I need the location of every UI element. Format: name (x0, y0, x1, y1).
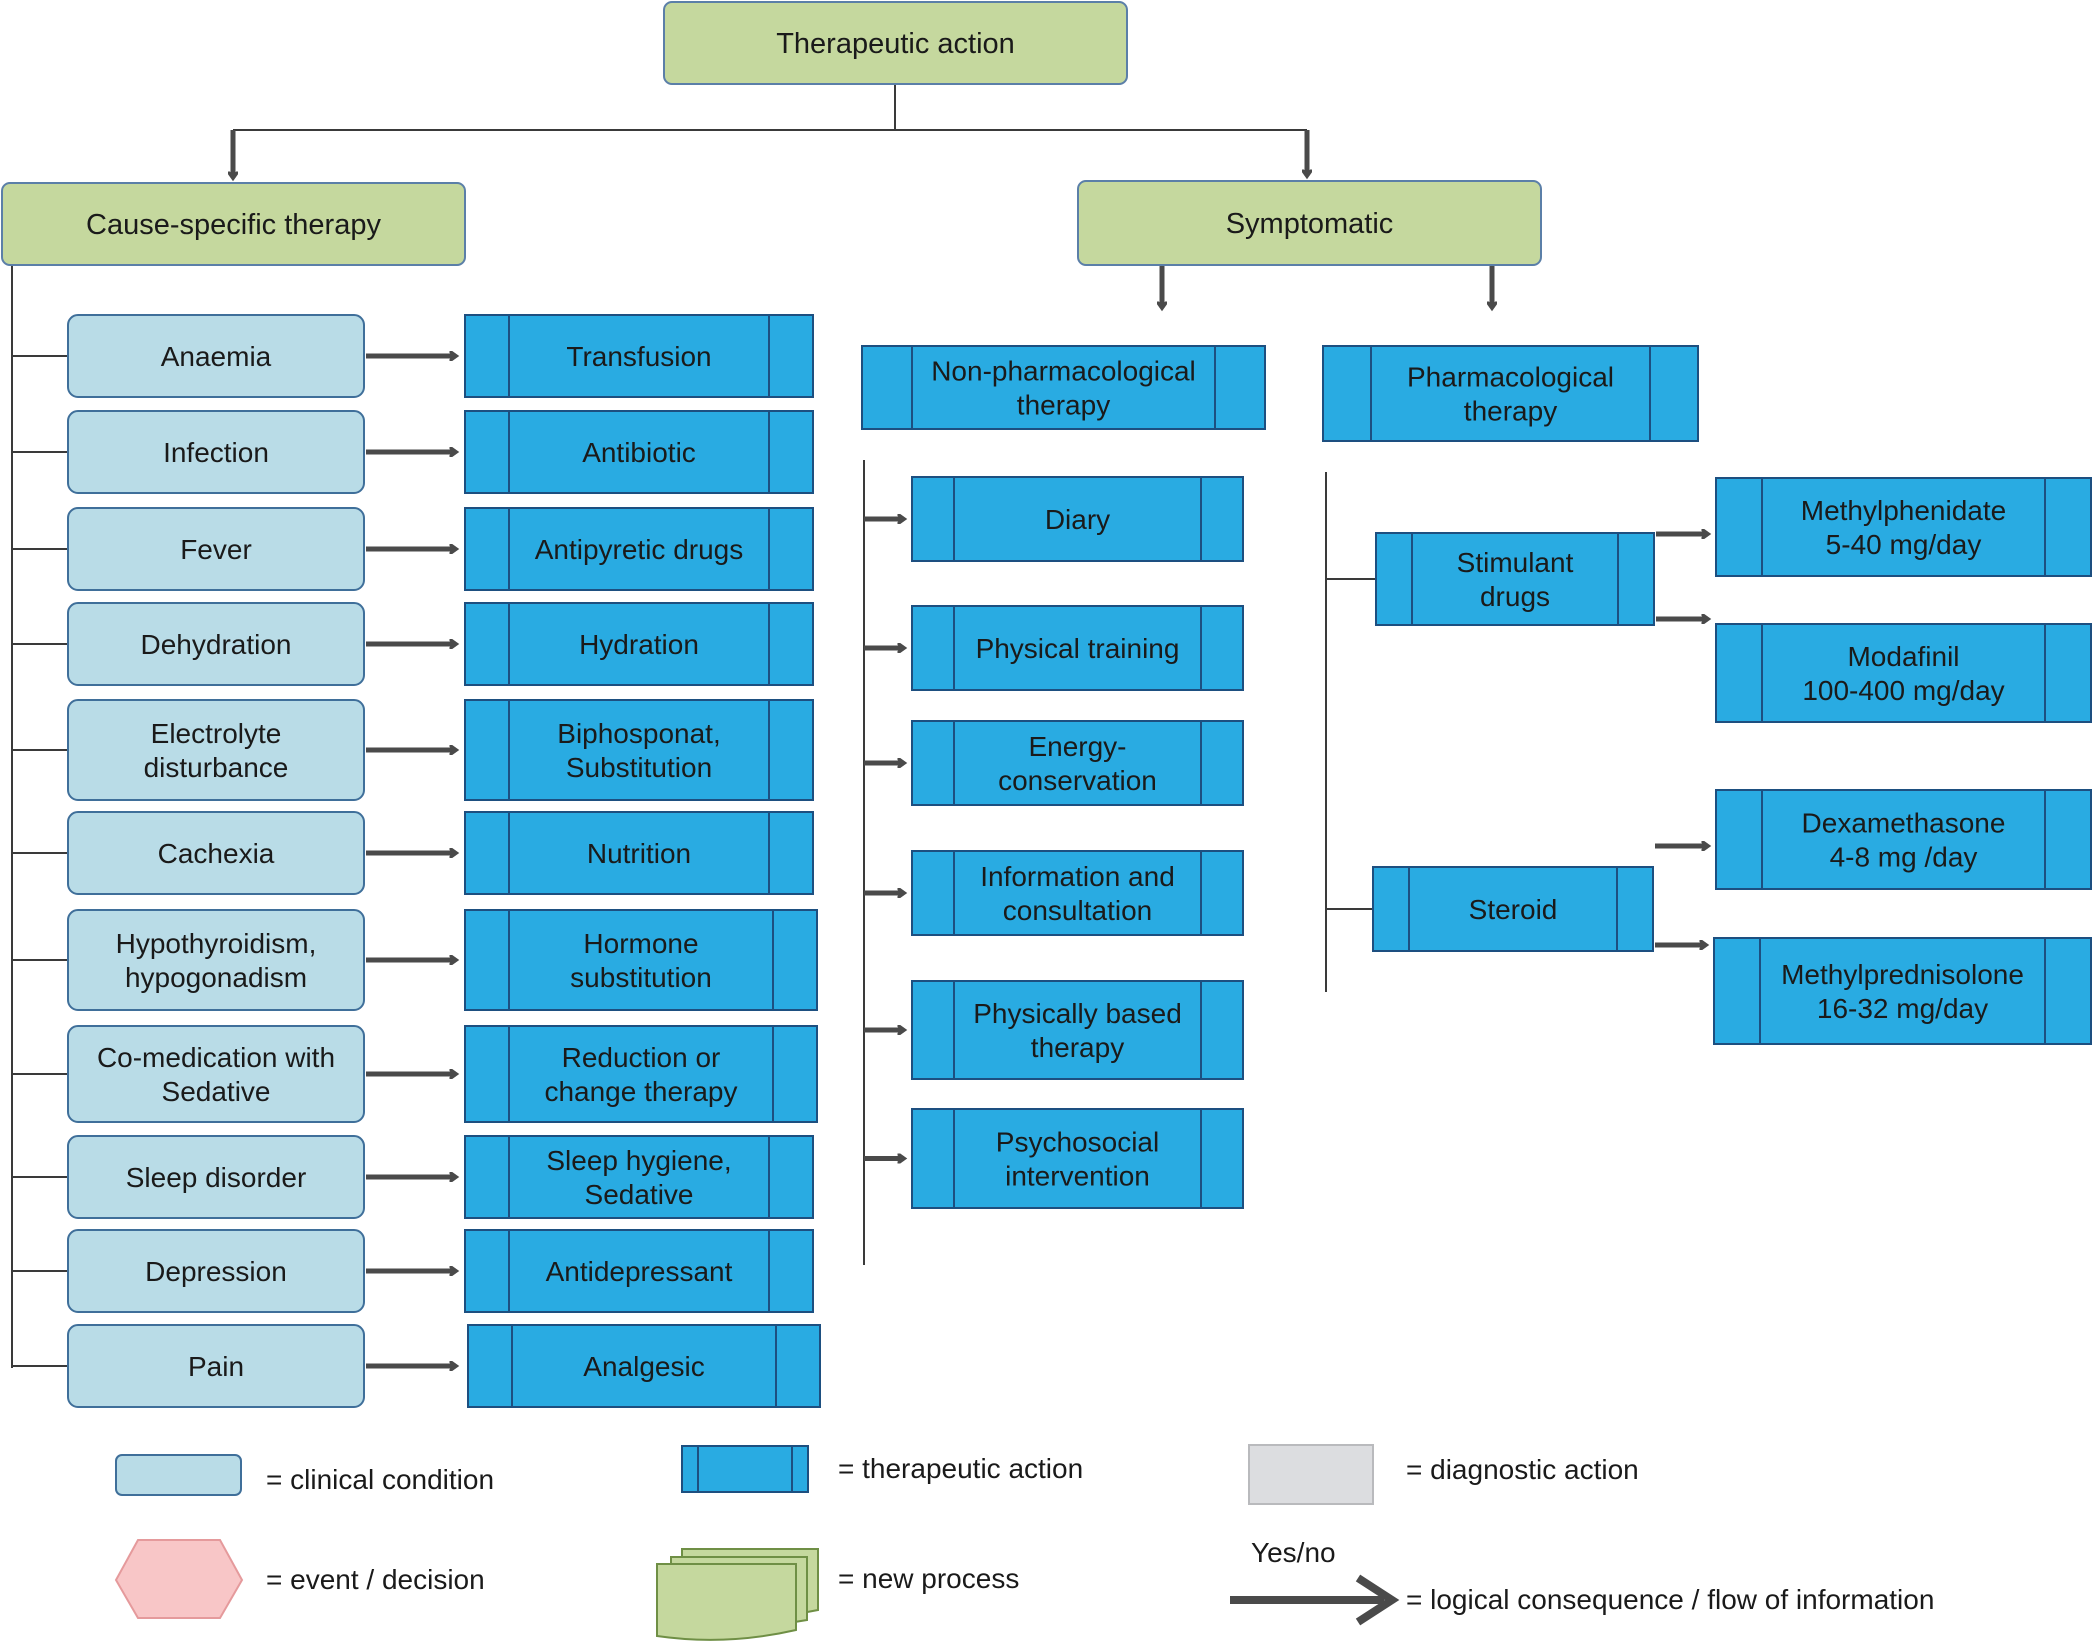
legend-yes-no-label: Yes/no (1251, 1537, 1336, 1568)
therapeutic-action: Hydration (464, 602, 814, 686)
clinical-condition: Pain (67, 1324, 365, 1408)
therapeutic-action-label: Sleep hygiene,Sedative (546, 1145, 731, 1210)
clinical-condition-label: Anaemia (161, 341, 272, 372)
therapeutic-action-label: Antidepressant (546, 1256, 733, 1287)
legend-logical-consequence-label: = logical consequence / flow of informat… (1406, 1584, 1934, 1615)
therapeutic-action-label: Hydration (579, 629, 699, 660)
clinical-condition: Infection (67, 410, 365, 494)
clinical-condition-label: Pain (188, 1351, 244, 1382)
clinical-condition-label: Dehydration (141, 629, 292, 660)
clinical-condition: Depression (67, 1229, 365, 1313)
therapeutic-action: Energy-conservation (911, 720, 1244, 806)
clinical-condition: Fever (67, 507, 365, 591)
therapeutic-action-label: Diary (1045, 504, 1110, 535)
node-symptomatic-label: Symptomatic (1226, 208, 1394, 240)
clinical-condition: Dehydration (67, 602, 365, 686)
legend-logical-consequence (1230, 1574, 1400, 1626)
therapeutic-action-label: Energy-conservation (998, 731, 1157, 796)
therapeutic-action: Steroid (1372, 866, 1654, 952)
therapeutic-action: Antipyretic drugs (464, 507, 814, 591)
connector-lines (11, 84, 1376, 1368)
therapeutic-action: Sleep hygiene,Sedative (464, 1135, 814, 1219)
therapeutic-action-label: Steroid (1469, 894, 1558, 925)
therapeutic-action: Diary (911, 476, 1244, 562)
therapeutic-action: Antibiotic (464, 410, 814, 494)
therapeutic-action-label: Antipyretic drugs (535, 534, 744, 565)
therapeutic-action-label: Analgesic (583, 1351, 704, 1382)
therapeutic-action-label: Physical training (976, 633, 1180, 664)
legend-therapeutic-action (681, 1445, 809, 1493)
clinical-condition: Sleep disorder (67, 1135, 365, 1219)
therapeutic-action: Transfusion (464, 314, 814, 398)
node-symptomatic: Symptomatic (1077, 180, 1542, 266)
clinical-condition-label: Sleep disorder (126, 1162, 307, 1193)
therapeutic-action: Biphosponat,Substitution (464, 699, 814, 801)
therapeutic-action-label: Biphosponat,Substitution (557, 718, 720, 783)
legend-diagnostic-action-label: = diagnostic action (1406, 1454, 1639, 1485)
therapeutic-action: Nutrition (464, 811, 814, 895)
flow-arrows (233, 130, 1708, 1366)
legend-event-decision-label: = event / decision (266, 1564, 485, 1595)
legend-clinical-condition (115, 1454, 242, 1496)
clinical-condition-label: Hypothyroidism,hypogonadism (116, 928, 317, 993)
therapeutic-action-label: Transfusion (566, 341, 711, 372)
legend: = clinical condition = therapeutic action… (114, 1444, 1934, 1641)
clinical-condition-label: Fever (180, 534, 252, 565)
clinical-condition-label: Infection (163, 437, 269, 468)
node-cause-specific-therapy-label: Cause-specific therapy (86, 209, 381, 241)
therapeutic-action: Physical training (911, 605, 1244, 691)
legend-diagnostic-action (1248, 1444, 1374, 1505)
node-therapeutic-action-label: Therapeutic action (776, 28, 1015, 60)
therapeutic-action-label: Nutrition (587, 838, 691, 869)
legend-clinical-condition-label: = clinical condition (266, 1464, 494, 1495)
node-therapeutic-action: Therapeutic action (663, 1, 1128, 85)
legend-therapeutic-action-label: = therapeutic action (838, 1453, 1083, 1484)
clinical-condition: Hypothyroidism,hypogonadism (67, 909, 365, 1011)
node-cause-specific-therapy: Cause-specific therapy (1, 182, 466, 266)
therapeutic-action-label: Antibiotic (582, 437, 696, 468)
clinical-condition-label: Depression (145, 1256, 287, 1287)
clinical-condition: Cachexia (67, 811, 365, 895)
therapeutic-action: Antidepressant (464, 1229, 814, 1313)
legend-event-decision (114, 1539, 244, 1619)
clinical-condition: Anaemia (67, 314, 365, 398)
legend-new-process (656, 1548, 819, 1641)
legend-new-process-label: = new process (838, 1563, 1019, 1594)
clinical-condition-label: Cachexia (158, 838, 275, 869)
therapeutic-action: Analgesic (467, 1324, 821, 1408)
